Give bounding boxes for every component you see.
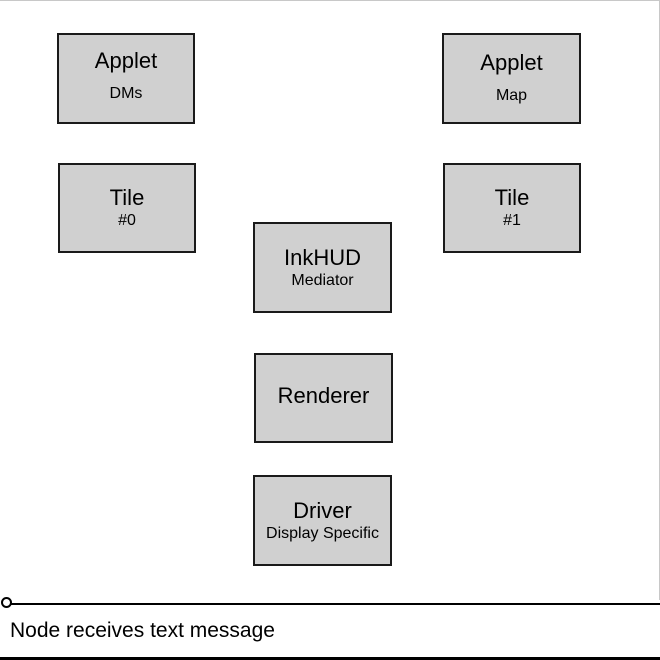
tile-0-box: Tile #0 [58,163,196,253]
driver-box: Driver Display Specific [253,475,392,566]
applet-map-box: Applet Map [442,33,581,124]
tile-0-title: Tile [109,185,145,210]
driver-subtitle: Display Specific [266,524,379,542]
tile-1-title: Tile [494,185,530,210]
applet-dms-title: Applet [94,47,158,73]
applet-map-subtitle: Map [495,86,528,104]
applet-dms-subtitle: DMs [109,84,143,102]
applet-dms-box: Applet DMs [57,33,195,124]
tile-1-box: Tile #1 [443,163,581,253]
tile-1-subtitle: #1 [503,212,521,229]
timeline-line [9,603,660,605]
timeline-start-marker [1,597,12,608]
inkhud-title: InkHUD [283,244,361,270]
renderer-title: Renderer [277,383,370,408]
inkhud-mediator-box: InkHUD Mediator [253,222,392,313]
frame-top-border [0,0,660,1]
driver-title: Driver [293,497,352,523]
renderer-box: Renderer [254,353,393,443]
inkhud-subtitle: Mediator [291,271,354,289]
bottom-border [0,657,660,660]
tile-0-subtitle: #0 [118,212,136,229]
timeline-caption: Node receives text message [10,619,275,642]
applet-map-title: Applet [480,49,543,75]
